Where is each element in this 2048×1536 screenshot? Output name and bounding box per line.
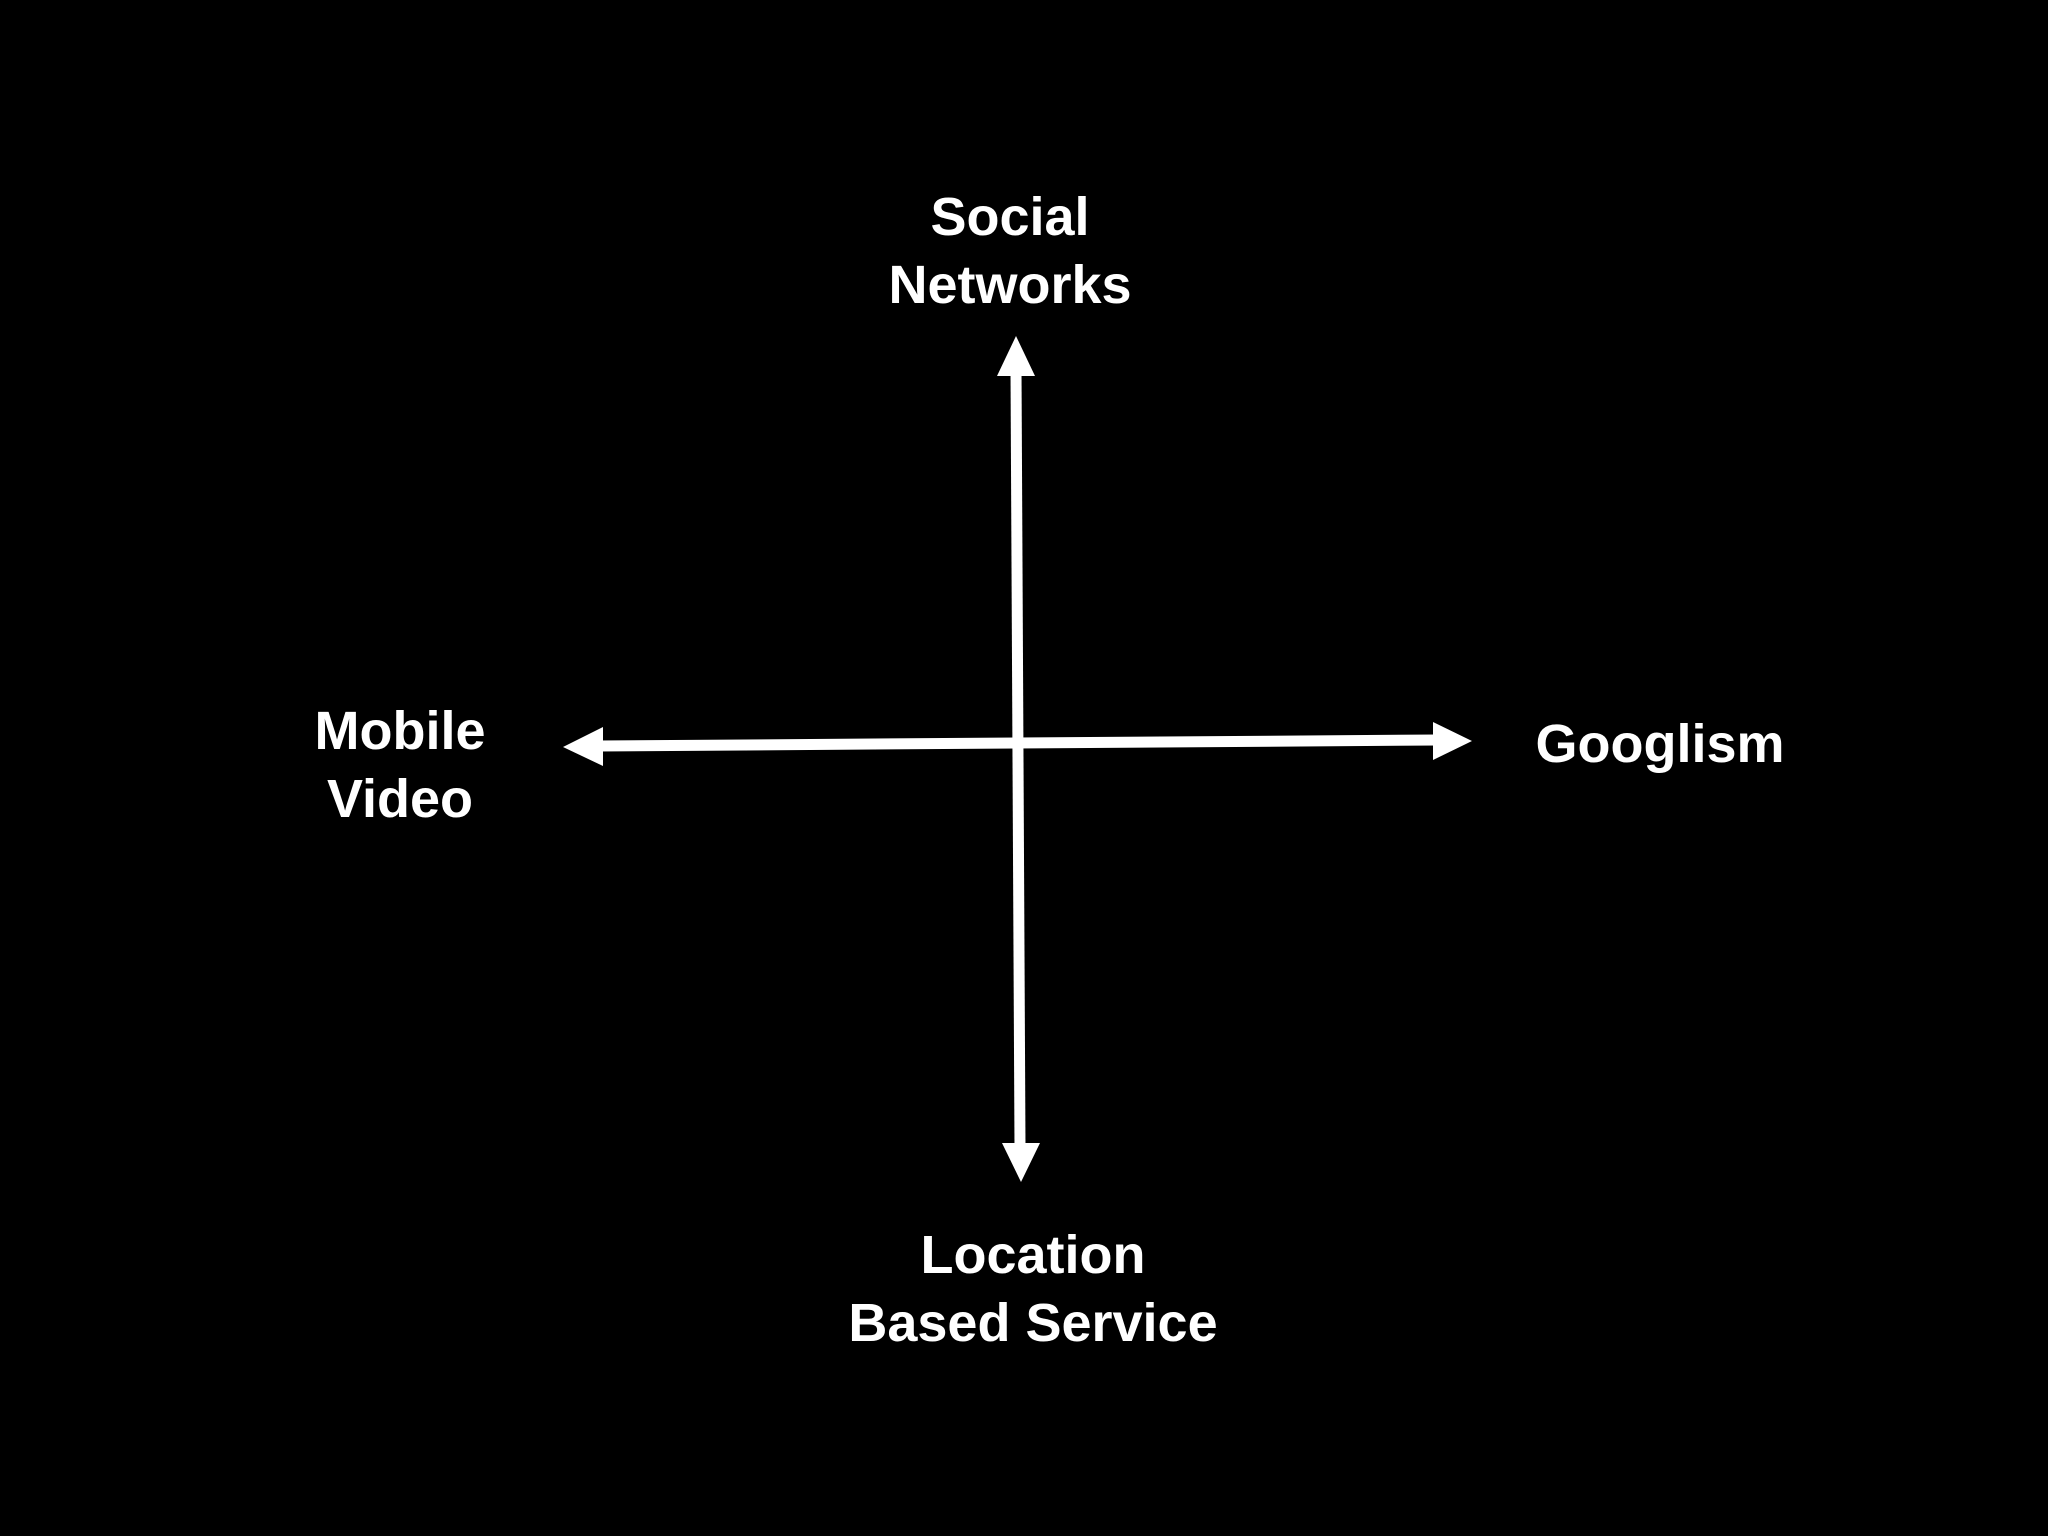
axis-label-bottom-line-2: Based Service xyxy=(848,1293,1218,1353)
axis-label-top-line-2: Networks xyxy=(888,255,1132,315)
horizontal-axis-line xyxy=(597,734,1439,752)
arrow-left-icon xyxy=(563,727,603,766)
axis-label-bottom-line-1: Location xyxy=(920,1225,1146,1285)
axis-label-right: Googlism xyxy=(1470,710,1850,778)
axis-label-left-line-2: Video xyxy=(326,769,474,829)
axis-label-left-line-1: Mobile xyxy=(314,701,486,761)
axis-label-top-line-1: Social xyxy=(930,187,1090,247)
arrow-down-icon xyxy=(1002,1143,1040,1182)
axis-label-left: Mobile Video xyxy=(250,697,550,833)
axis-label-right-line-1: Googlism xyxy=(1535,714,1785,774)
arrow-right-icon xyxy=(1433,722,1472,760)
axis-label-top: Social Networks xyxy=(810,183,1210,319)
axis-label-bottom: Location Based Service xyxy=(783,1221,1283,1357)
arrow-up-icon xyxy=(997,336,1035,376)
vertical-axis-line xyxy=(1010,369,1026,1149)
